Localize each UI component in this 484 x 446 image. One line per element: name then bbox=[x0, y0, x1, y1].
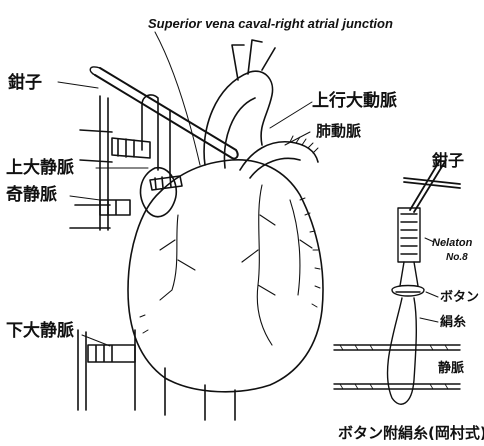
label-nelaton-size: No.8 bbox=[446, 252, 468, 263]
silk-loop bbox=[387, 298, 416, 404]
label-pulmonary-artery: 肺動脈 bbox=[316, 122, 361, 140]
label-nelaton: Nelaton bbox=[432, 237, 473, 249]
label-forceps-left: 鉗子 bbox=[8, 72, 42, 93]
right-atrium bbox=[141, 168, 177, 217]
label-silk-thread: 絹糸 bbox=[440, 314, 466, 330]
coronary-vessels bbox=[160, 185, 312, 345]
label-svc: 上大静脈 bbox=[6, 157, 74, 178]
svc-tourniquet bbox=[112, 138, 150, 158]
label-forceps-right: 鉗子 bbox=[432, 151, 464, 170]
aortic-branches bbox=[232, 40, 275, 80]
aorta-arch bbox=[204, 71, 272, 165]
leader-lines bbox=[58, 32, 312, 346]
label-svc-junction: Superior vena caval-right atrial junctio… bbox=[148, 16, 393, 31]
heart-outline bbox=[128, 160, 323, 392]
label-ascending-aorta: 上行大動脈 bbox=[312, 90, 397, 111]
label-vein: 静脈 bbox=[438, 360, 464, 376]
ivc-vessel bbox=[135, 330, 235, 420]
ivc-tourniquet bbox=[88, 345, 135, 362]
label-ivc: 下大静脈 bbox=[6, 320, 74, 341]
nelaton-tube bbox=[398, 208, 420, 262]
label-azygos: 奇静脈 bbox=[6, 184, 57, 205]
heart-illustration bbox=[70, 40, 323, 420]
azygos-tourniquet bbox=[100, 200, 130, 215]
button-disc bbox=[392, 286, 424, 297]
label-button: ボタン bbox=[440, 289, 479, 305]
caption: ボタン附絹糸(岡村式) bbox=[338, 424, 484, 442]
forceps-left-drawing bbox=[95, 68, 238, 159]
